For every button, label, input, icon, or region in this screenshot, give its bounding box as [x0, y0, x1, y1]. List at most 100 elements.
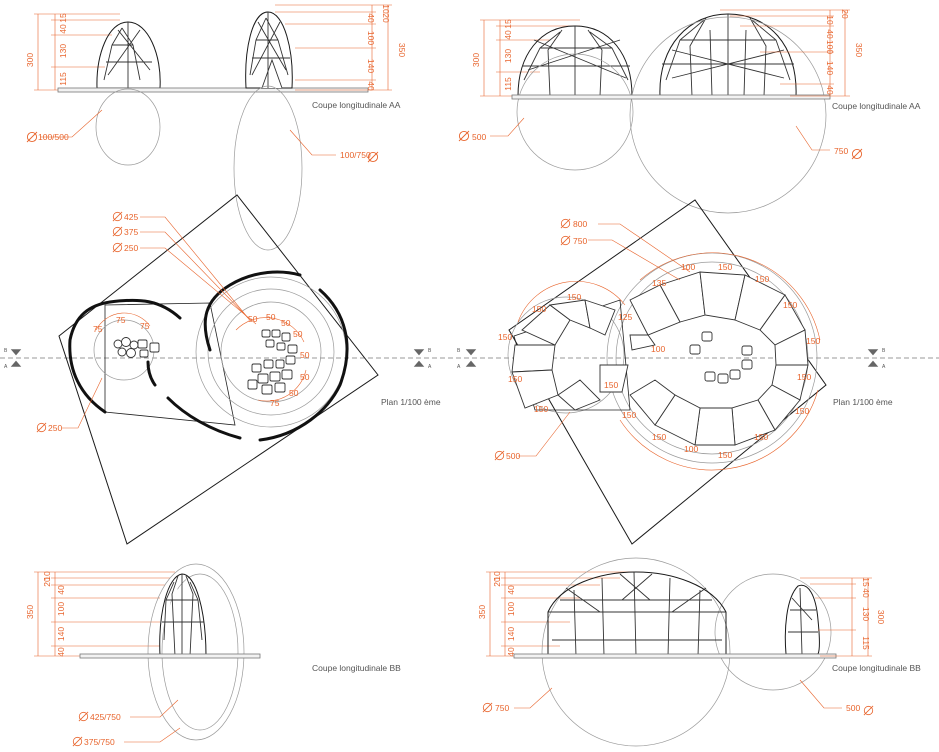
- section-aa-left: 300 15 40 130 115 10 20 40 100 140 40 35…: [25, 4, 407, 251]
- dim-right-3: 40: [366, 13, 376, 23]
- caption-section-aa: Coupe longitudinale AA: [832, 101, 921, 111]
- dim-right-1: 10: [381, 4, 391, 14]
- arc-label-12: 150: [508, 374, 522, 384]
- dim-right-4: 115: [861, 636, 871, 650]
- caption-plan: Plan 1/100 ème: [833, 397, 893, 407]
- dim-4: 100: [56, 602, 66, 616]
- arc-label-14: 150: [604, 380, 618, 390]
- diameter-icon: [78, 711, 89, 722]
- left-cell-ring: [511, 299, 629, 411]
- small-cell-cluster: [113, 337, 160, 358]
- arc-label-16: 150: [652, 432, 666, 442]
- dim-left-4: 100: [506, 602, 516, 616]
- right-arc-8: 75: [270, 398, 280, 408]
- dim-left-5: 140: [506, 627, 516, 641]
- dim-left-3: 40: [506, 585, 516, 595]
- diameter-icon: [112, 226, 123, 237]
- dim-right-3: 40: [825, 29, 835, 39]
- arc-label-18: 150: [718, 450, 732, 460]
- dim-right-total: 350: [854, 43, 864, 57]
- diameter-icon: [458, 130, 470, 142]
- dim-right-5: 140: [825, 61, 835, 75]
- dia-label-2: 375: [124, 227, 138, 237]
- arc-label-8: 125: [618, 312, 632, 322]
- diameter-icon: [26, 131, 38, 143]
- section-bb-left: 10 20 40 100 140 40 350 Coupe longitudin…: [25, 563, 401, 747]
- diameter-icon: [112, 211, 123, 222]
- small-arc-3: 75: [140, 321, 150, 331]
- dia-left-label: 750: [495, 703, 509, 713]
- dim-2: 20: [42, 577, 52, 587]
- arc-label-9: 100: [651, 344, 665, 354]
- diameter-icon: [36, 422, 47, 433]
- arc-label-2: 150: [718, 262, 732, 272]
- diameter-icon: [112, 242, 123, 253]
- dim-left-total: 350: [477, 605, 487, 619]
- marker-b: B: [428, 348, 432, 354]
- dim-left-total: 300: [25, 53, 35, 67]
- dim-right-1: 20: [840, 9, 850, 19]
- arc-label-19: 150: [754, 432, 768, 442]
- arc-label-21: 150: [797, 372, 811, 382]
- dim-left-3: 130: [58, 44, 68, 58]
- right-arc-7: 50: [289, 388, 299, 398]
- diameter-icon: [494, 450, 505, 461]
- caption-section-bb: Coupe longitudinale BB: [312, 663, 401, 673]
- diameter-icon: [851, 148, 863, 160]
- arc-label-11: 150: [498, 332, 512, 342]
- dia-right-label: 500: [846, 703, 860, 713]
- right-cell-ring: [629, 271, 809, 446]
- dia-bottom-label: 500: [506, 451, 520, 461]
- dim-left-4: 115: [503, 77, 513, 91]
- arc-label-20: 150: [795, 406, 809, 416]
- arc-label-4: 150: [755, 274, 769, 284]
- dia-left-label: 500: [472, 132, 486, 142]
- caption-section-bb: Coupe longitudinale BB: [832, 663, 921, 673]
- dia-left-label: 100/500: [38, 132, 69, 142]
- dia-right-label: 100/750: [340, 150, 371, 160]
- dim-right-4: 100: [366, 31, 376, 45]
- arc-label-10: 150: [532, 304, 546, 314]
- dim-left-total: 300: [471, 53, 481, 67]
- arc-label-13: 150: [534, 404, 548, 414]
- plan-right: 100 150 135 150 150 150 150 125 100 150 …: [494, 199, 893, 545]
- dim-left-4: 115: [58, 72, 68, 86]
- marker-b: B: [4, 348, 8, 354]
- dia-bottom-label: 250: [48, 423, 62, 433]
- small-arc-1: 75: [93, 324, 103, 334]
- arc-label-1: 100: [681, 262, 695, 272]
- diameter-icon: [560, 235, 571, 246]
- dim-right-2: 20: [381, 13, 391, 23]
- dim-left-1: 15: [503, 19, 513, 29]
- diameter-icon: [863, 705, 874, 716]
- dim-right-1: 15: [861, 577, 871, 587]
- section-aa-right: 300 15 40 130 115 20 10 40 100 140 40 35…: [458, 9, 921, 214]
- arc-label-5: 150: [783, 300, 797, 310]
- dim-left-2: 40: [503, 30, 513, 40]
- caption-section-aa: Coupe longitudinale AA: [312, 100, 401, 110]
- dim-right-6: 40: [366, 81, 376, 91]
- marker-a: A: [428, 364, 432, 370]
- right-arc-5: 50: [300, 350, 310, 360]
- dia-label-3: 250: [124, 243, 138, 253]
- right-arc-4: 50: [293, 329, 303, 339]
- right-arc-1: 50: [248, 314, 258, 324]
- dim-right-4: 100: [825, 40, 835, 54]
- dim-right-2: 40: [861, 588, 871, 598]
- dia-label-2: 750: [573, 236, 587, 246]
- dim-left-2: 40: [58, 24, 68, 34]
- right-arc-3: 50: [281, 318, 291, 328]
- dim-left-2: 20: [492, 577, 502, 587]
- marker-b: B: [457, 348, 461, 354]
- section-axis: B A B A B A B A: [0, 348, 939, 370]
- marker-a: A: [457, 364, 461, 370]
- caption-plan: Plan 1/100 ème: [381, 397, 441, 407]
- dim-right-total: 300: [876, 610, 886, 624]
- dia-right-label: 750: [834, 146, 848, 156]
- arc-label-17: 100: [684, 444, 698, 454]
- dim-left-6: 40: [506, 647, 516, 657]
- plan-left: 75 75 75 50 50 50 50 50 50 50 75 425 375…: [36, 194, 441, 545]
- large-cell-cluster: [247, 329, 298, 395]
- right-arc-2: 50: [266, 312, 276, 322]
- dim-left-1: 10: [492, 571, 502, 581]
